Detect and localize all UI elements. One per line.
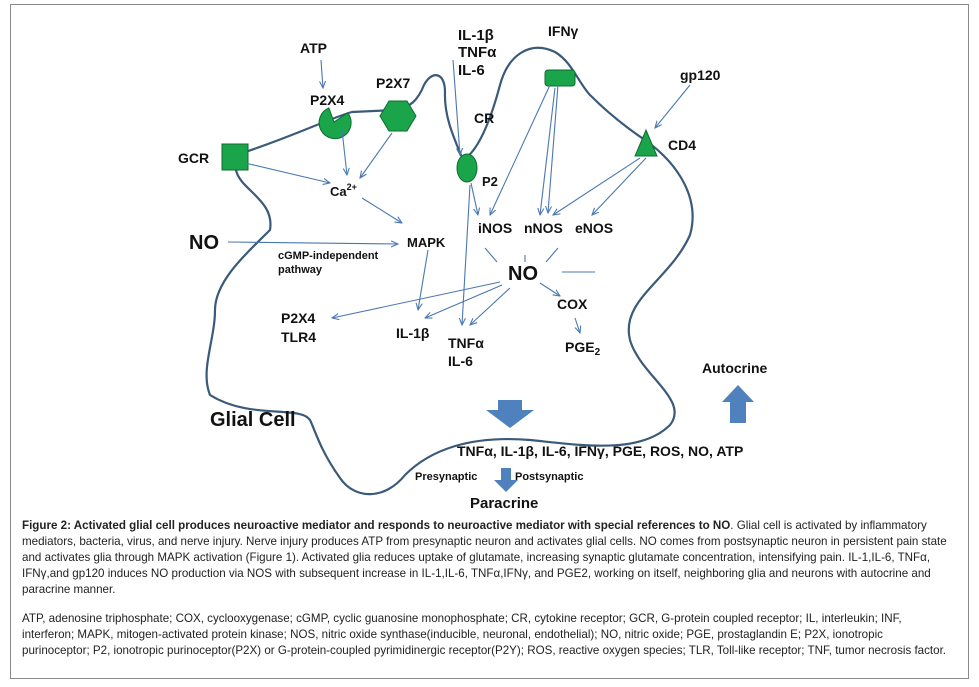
tnfa-output-label: TNFα xyxy=(448,335,484,351)
cgmp-label-line1: cGMP-independent xyxy=(278,250,379,262)
p2x4-receptor-shape xyxy=(318,107,352,140)
p2x4-label: P2X4 xyxy=(310,92,344,108)
signal-arrows xyxy=(227,59,691,333)
enos-label: eNOS xyxy=(575,220,613,236)
postsynaptic-label: Postsynaptic xyxy=(515,471,583,483)
cr-label: CR xyxy=(474,110,494,126)
cgmp-label-line2: pathway xyxy=(278,264,323,276)
no-radiating-lines xyxy=(484,247,595,273)
nnos-label: nNOS xyxy=(524,220,563,236)
inos-label: iNOS xyxy=(478,220,512,236)
p2x7-receptor-shape xyxy=(379,100,417,132)
caption-title: Figure 2: Activated glial cell produces … xyxy=(22,519,731,532)
mapk-label: MAPK xyxy=(407,235,446,250)
il6-top-label: IL-6 xyxy=(458,62,485,79)
p2x7-label: P2X7 xyxy=(376,75,410,91)
paracrine-block-arrow xyxy=(494,468,518,492)
tlr4-label: TLR4 xyxy=(281,329,316,345)
figure-frame xyxy=(10,4,969,679)
caption-body: . Glial cell is activated by inflammator… xyxy=(22,519,947,596)
il1b-output-label: IL-1β xyxy=(396,325,430,341)
atp-label: ATP xyxy=(300,40,327,56)
tnfa-top-label: TNFα xyxy=(458,44,497,61)
no-left-label: NO xyxy=(189,232,219,254)
p2x4-output-label: P2X4 xyxy=(281,310,315,326)
il1b-top-label: IL-1β xyxy=(458,27,494,44)
autocrine-block-arrow xyxy=(722,385,754,423)
presynaptic-label: Presynaptic xyxy=(415,471,477,483)
cd4-receptor-shape xyxy=(634,128,658,157)
gp120-label: gp120 xyxy=(680,67,721,83)
figure-caption: Figure 2: Activated glial cell produces … xyxy=(22,518,952,598)
gcr-label: GCR xyxy=(178,150,209,166)
ifng-label: IFNγ xyxy=(548,23,579,39)
cd4-label: CD4 xyxy=(668,137,696,153)
glial-cell-membrane xyxy=(205,46,694,496)
paracrine-label: Paracrine xyxy=(470,495,538,512)
glial-cell-label: Glial Cell xyxy=(210,409,296,431)
cox-label: COX xyxy=(557,296,588,312)
secretion-block-arrow xyxy=(486,400,534,428)
mediators-label: TNFα, IL-1β, IL-6, IFNγ, PGE, ROS, NO, A… xyxy=(457,443,743,459)
il6-output-label: IL-6 xyxy=(448,353,473,369)
autocrine-label: Autocrine xyxy=(702,360,768,376)
no-center-label: NO xyxy=(508,263,538,285)
abbreviations-text: ATP, adenosine triphosphate; COX, cycloo… xyxy=(22,612,947,657)
p2-receptor-shape xyxy=(456,153,478,183)
cr-receptor-shape xyxy=(544,69,576,87)
pge2-label: PGE2 xyxy=(565,339,601,358)
glial-cell-diagram: ATP P2X4 P2X7 IL-1β TNFα IL-6 IFNγ gp120… xyxy=(178,23,768,512)
p2-label: P2 xyxy=(482,174,498,189)
gcr-receptor-shape xyxy=(221,143,249,171)
calcium-label: Ca2+ xyxy=(330,182,357,199)
